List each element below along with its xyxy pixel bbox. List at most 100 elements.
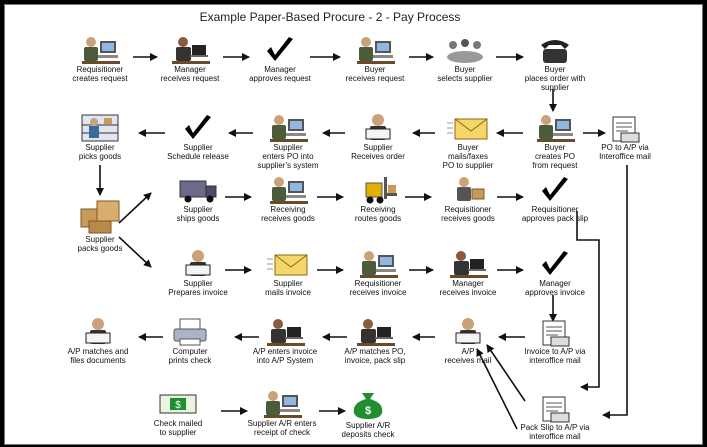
step-label-line: Manager xyxy=(174,65,206,74)
step-label-line: receives goods xyxy=(441,214,495,223)
money-bag-icon: $ xyxy=(323,389,413,421)
person-reading-icon xyxy=(153,249,243,279)
interoffice-mail-icon xyxy=(580,113,670,143)
step-label-line: approves invoice xyxy=(524,288,586,297)
step-label-line: Buyer xyxy=(544,143,566,152)
step-label-line: A/P xyxy=(461,347,475,356)
step-label-line: Receives order xyxy=(351,152,405,161)
step-label-line: A/P enters invoice xyxy=(252,347,318,356)
step-label-line: mails/faxes xyxy=(447,152,488,161)
step-label-line: prints check xyxy=(168,356,212,365)
person-reading-icon xyxy=(333,113,423,143)
person-laptop-icon xyxy=(423,249,513,279)
step-label-line: packs goods xyxy=(77,244,123,253)
person-computer-icon xyxy=(55,35,145,65)
person-laptop-icon xyxy=(330,317,420,347)
step-label-line: Requisitioner xyxy=(354,279,402,288)
person-computer-icon xyxy=(243,113,333,143)
person-computer-icon xyxy=(510,113,600,143)
person-computer-icon xyxy=(330,35,420,65)
group-meeting-icon xyxy=(420,35,510,65)
step-label-line: Computer xyxy=(172,347,208,356)
person-computer-icon xyxy=(243,175,333,205)
step-label: A/P matches PO,invoice, pack slip xyxy=(330,347,420,365)
interoffice-mail-icon xyxy=(510,317,600,347)
step-label-line: approves request xyxy=(249,74,311,83)
step-label-line: Supplier xyxy=(183,143,213,152)
step-label-line: Requisitioner xyxy=(444,205,492,214)
step-label-line: Supplier xyxy=(183,205,213,214)
step-label-line: Check mailed xyxy=(153,419,203,428)
step-label-line: files documents xyxy=(70,356,126,365)
interoffice-mail-icon xyxy=(510,393,600,423)
step-label-line: receipt of check xyxy=(253,428,311,437)
step-label-line: Receiving xyxy=(270,205,306,214)
step-label-line: Requisitioner xyxy=(76,65,124,74)
step-label-line: Manager xyxy=(264,65,296,74)
step-label-line: Requisitioner xyxy=(531,205,579,214)
forklift-icon xyxy=(333,175,423,205)
flow-arrows xyxy=(96,53,628,430)
step-label-line: picks goods xyxy=(78,152,122,161)
step-label-line: Buyer xyxy=(454,65,476,74)
step-label-line: Supplier A/R enters xyxy=(247,419,317,428)
step-label-line: ships goods xyxy=(176,214,220,223)
step-label-line: routes goods xyxy=(354,214,402,223)
diagram-title: Example Paper-Based Procure - 2 - Pay Pr… xyxy=(199,10,461,24)
step-label-line: PO to A/P via xyxy=(601,143,649,152)
step-label-line: invoice, pack slip xyxy=(344,356,406,365)
warehouse-worker-icon xyxy=(55,113,145,143)
step-label-line: Supplier xyxy=(183,279,213,288)
envelope-icon xyxy=(423,113,513,143)
step-label-line: creates PO xyxy=(534,152,575,161)
process-step-n28: A/P matches PO,invoice, pack slip xyxy=(330,317,420,365)
step-label-line: enters PO into xyxy=(262,152,314,161)
step-label-line: PO to supplier xyxy=(442,161,494,170)
step-label-line: A/P matches and xyxy=(67,347,129,356)
arrow-13-34 xyxy=(602,165,628,419)
person-laptop-icon xyxy=(240,317,330,347)
delivery-truck-icon xyxy=(153,175,243,205)
person-computer-icon xyxy=(237,389,327,419)
step-label-line: Interoffice mail xyxy=(599,152,651,161)
step-label-line: Schedule release xyxy=(167,152,229,161)
step-label-line: Buyer xyxy=(544,65,566,74)
step-label-line: Manager xyxy=(539,279,571,288)
step-label-line: approves pack slip xyxy=(521,214,589,223)
step-label-line: Supplier xyxy=(363,143,393,152)
